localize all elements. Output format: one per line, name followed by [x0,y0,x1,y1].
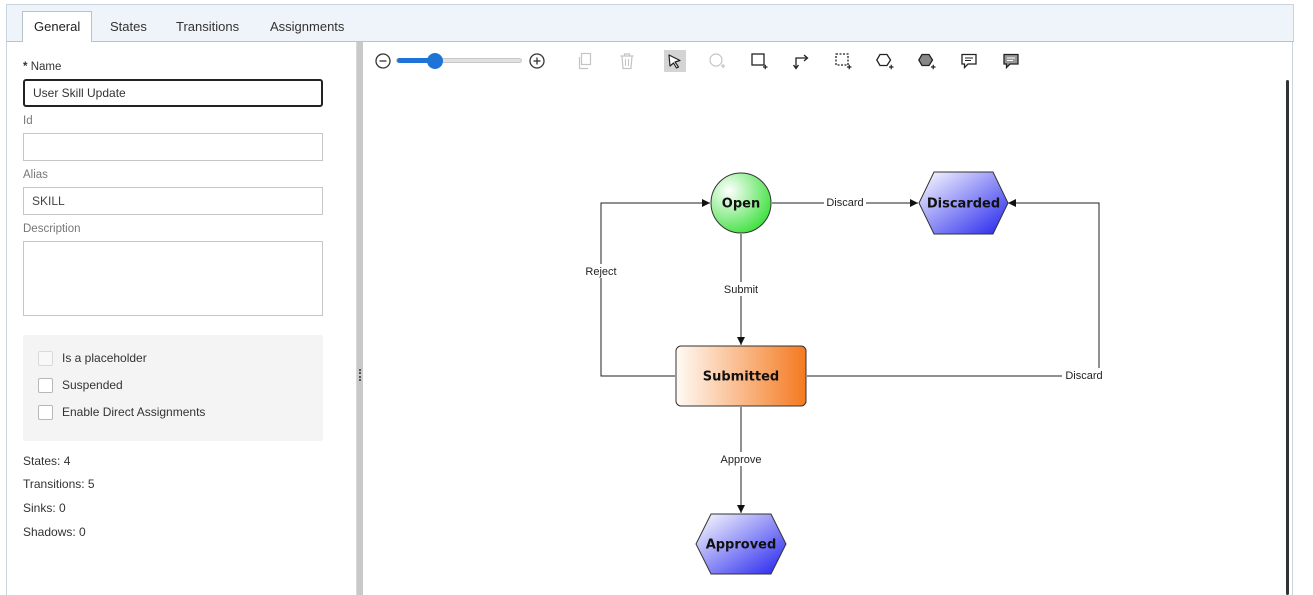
state-discarded[interactable]: Discarded [918,171,1009,235]
description-textarea[interactable] [23,241,323,316]
state-label-open: Open [722,197,760,212]
state-approved[interactable]: Approved [695,513,787,575]
placeholder-option[interactable]: Is a placeholder [38,350,147,366]
transition-label-reject: Reject [585,266,616,278]
suspended-option[interactable]: Suspended [38,377,123,393]
state-label-discarded: Discarded [927,197,1000,212]
transition-label-discard-submitted: Discard [1065,370,1102,382]
zoom-in-icon[interactable] [526,50,548,72]
transition-label-approve: Approve [721,454,762,466]
state-label-approved: Approved [706,538,777,553]
placeholder-checkbox[interactable] [38,350,53,366]
transition-label-discard-open: Discard [826,197,863,209]
zoom-out-icon[interactable] [372,50,394,72]
transition-approve[interactable]: Approve [716,407,766,513]
transition-discard-from-open[interactable]: Discard [772,195,918,209]
tab-general[interactable]: General [22,11,93,44]
copy-icon[interactable] [574,50,596,72]
pointer-select-icon[interactable] [664,50,686,72]
add-transition-icon[interactable] [790,50,812,72]
add-comment-icon[interactable] [958,50,980,72]
state-label-submitted: Submitted [703,370,779,385]
zoom-slider-thumb[interactable] [426,53,443,69]
tab-transitions[interactable]: Transitions [176,19,240,34]
add-shadow-state-icon[interactable] [916,50,938,72]
zoom-slider-fill [397,58,435,63]
vertical-scrollbar[interactable] [1286,80,1289,595]
add-state-icon[interactable] [706,50,728,72]
diagram-canvas-area[interactable] [363,42,1293,595]
name-input[interactable] [23,79,323,107]
transition-submit[interactable]: Submit [720,234,762,345]
panel-splitter[interactable] [356,42,363,595]
add-circle-state-icon[interactable] [874,50,896,72]
zoom-slider[interactable] [396,53,522,69]
states-count: States: 4 [23,454,71,468]
splitter-grip[interactable] [359,369,361,381]
suspended-option-label: Suspended [62,378,123,392]
transition-label-submit: Submit [724,284,758,296]
direct-assignments-option-label: Enable Direct Assignments [62,405,206,419]
state-open[interactable]: Open [710,172,772,234]
id-label: Id [23,115,33,127]
trash-icon[interactable] [616,50,638,72]
name-label: * Name [23,61,61,73]
direct-assignments-option[interactable]: Enable Direct Assignments [38,404,205,420]
id-input[interactable] [23,133,323,161]
add-shaded-comment-icon[interactable] [1000,50,1022,72]
select-region-icon[interactable] [832,50,854,72]
suspended-checkbox[interactable] [38,377,53,393]
transitions-count: Transitions: 5 [23,477,95,491]
transition-reject[interactable]: Reject [582,199,710,377]
shadows-count: Shadows: 0 [23,525,86,539]
transition-discard-from-submitted[interactable]: Discard [807,199,1106,382]
sinks-count: Sinks: 0 [23,501,66,515]
alias-label: Alias [23,169,48,181]
required-marker: * [23,61,28,73]
tab-bar: General States Transitions Assignments [6,4,1294,44]
tab-assignments[interactable]: Assignments [270,19,345,34]
alias-input[interactable] [23,187,323,215]
state-submitted[interactable]: Submitted [675,345,807,407]
placeholder-option-label: Is a placeholder [62,351,147,365]
add-rectangle-state-icon[interactable] [748,50,770,72]
name-label-text: Name [30,61,62,73]
tab-states[interactable]: States [110,19,147,34]
direct-assignments-checkbox[interactable] [38,404,53,420]
options-panel: Is a placeholder Suspended Enable Direct… [23,335,323,441]
general-form-panel: * Name Id Alias Description Is a placeho… [6,42,356,595]
description-label: Description [23,223,81,235]
